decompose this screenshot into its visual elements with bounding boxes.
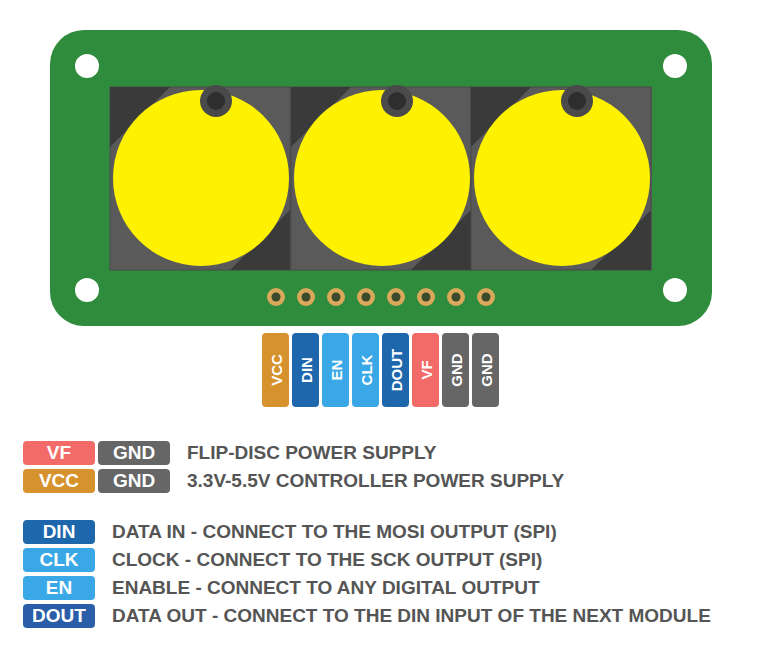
legend-chip: VCC [23,469,95,493]
pin-label: VCC [262,333,289,407]
pin-description: DATA OUT - CONNECT TO THE DIN INPUT OF T… [112,605,711,627]
pin-name: VCC [267,354,284,386]
pin-name: DOUT [32,605,86,627]
pcb-board [50,30,712,326]
pin-label: GND [472,333,499,407]
header-pads [267,288,495,306]
disc-cell [291,85,471,270]
pin-description: FLIP-DISC POWER SUPPLY [187,442,437,464]
pin-name: VCC [39,470,79,492]
pin-label: EN [322,333,349,407]
legend-chip: GND [98,469,170,493]
disc-cell [471,85,651,270]
pin-name: CLK [39,549,78,571]
pin-name: GND [477,353,494,386]
pin-name: GND [113,470,155,492]
legend-chip: EN [23,576,95,600]
pin-name: GND [113,442,155,464]
legend-chip: VF [23,441,95,465]
pin-label: DIN [292,333,319,407]
pin-name: DOUT [387,349,404,392]
pin-name: VF [47,442,71,464]
disc-cell [110,85,290,270]
legend-chip: GND [98,441,170,465]
pin-description: CLOCK - CONNECT TO THE SCK OUTPUT (SPI) [112,549,542,571]
mounting-holes [75,54,687,302]
legend-chip: DOUT [23,604,95,628]
legend-chip: CLK [23,548,95,572]
legend-chip: DIN [23,520,95,544]
pin-name: CLK [357,355,374,386]
flip-discs [110,85,651,270]
pin-name: VF [417,360,434,379]
pin-label: VF [412,333,439,407]
pin-label: CLK [352,333,379,407]
pin-label: DOUT [382,333,409,407]
pin-name: EN [327,360,344,381]
pin-name: DIN [297,357,314,383]
pin-description: DATA IN - CONNECT TO THE MOSI OUTPUT (SP… [112,521,557,543]
pin-description: 3.3V-5.5V CONTROLLER POWER SUPPLY [187,470,564,492]
pin-name: GND [447,353,464,386]
pin-name: DIN [43,521,76,543]
pin-description: ENABLE - CONNECT TO ANY DIGITAL OUTPUT [112,577,540,599]
pin-label: GND [442,333,469,407]
pin-name: EN [46,577,72,599]
